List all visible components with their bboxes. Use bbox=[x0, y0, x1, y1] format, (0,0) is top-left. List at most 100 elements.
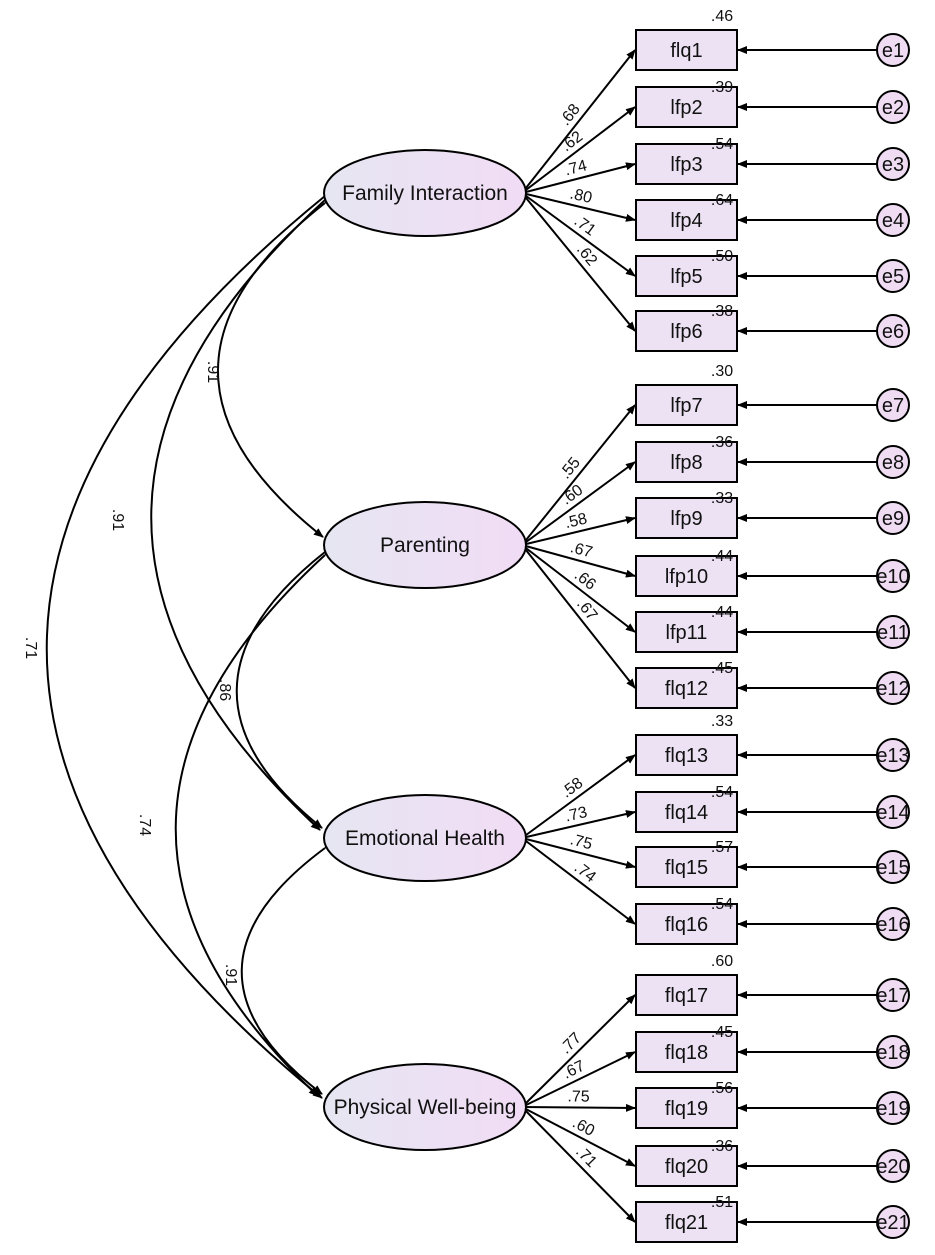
error-label: e11 bbox=[877, 622, 909, 644]
correlation-curve bbox=[240, 839, 335, 1095]
indicator-box bbox=[635, 199, 738, 241]
r-squared-label: .46 bbox=[711, 8, 733, 25]
r-squared-label: .64 bbox=[711, 192, 733, 209]
error-label: e3 bbox=[882, 154, 904, 176]
correlation-label: .91 bbox=[109, 509, 126, 531]
loading-label: .60 bbox=[570, 1115, 598, 1140]
indicator-label: lfp2 bbox=[670, 97, 702, 119]
error-label: e16 bbox=[876, 914, 909, 936]
indicator-box bbox=[635, 1145, 738, 1187]
error-node bbox=[876, 978, 910, 1012]
error-label: e8 bbox=[882, 452, 904, 474]
r-squared-label: .36 bbox=[711, 434, 733, 451]
indicator-label: lfp10 bbox=[665, 566, 708, 588]
correlation-label: .86 bbox=[216, 679, 233, 701]
r-squared-label: .33 bbox=[711, 490, 733, 507]
indicator-box bbox=[635, 555, 738, 597]
correlation-label: .91 bbox=[204, 361, 221, 383]
indicator-box bbox=[635, 734, 738, 776]
loading-arrow bbox=[521, 106, 636, 194]
latent-factor-ellipse bbox=[323, 149, 527, 237]
error-label: e12 bbox=[876, 678, 909, 700]
r-squared-label: .45 bbox=[711, 1024, 733, 1041]
loading-label: .68 bbox=[557, 101, 584, 129]
r-squared-label: .33 bbox=[711, 713, 733, 730]
latent-factor-label: Parenting bbox=[380, 534, 470, 557]
error-node bbox=[876, 90, 910, 124]
r-squared-label: .38 bbox=[711, 303, 733, 320]
loading-arrow bbox=[521, 994, 636, 1108]
indicator-label: lfp9 bbox=[670, 508, 702, 530]
loading-arrow bbox=[521, 837, 636, 925]
r-squared-label: .45 bbox=[711, 660, 733, 677]
correlation-curve bbox=[174, 545, 335, 1097]
error-label: e18 bbox=[876, 1042, 909, 1064]
error-node bbox=[876, 615, 910, 649]
indicator-label: lfp7 bbox=[670, 395, 702, 417]
r-squared-label: .60 bbox=[711, 953, 733, 970]
indicator-box bbox=[635, 667, 738, 709]
r-squared-label: .54 bbox=[711, 784, 733, 801]
error-label: e5 bbox=[882, 266, 904, 288]
error-label: e17 bbox=[876, 985, 909, 1007]
r-squared-label: .44 bbox=[711, 548, 733, 565]
loading-label: .75 bbox=[568, 831, 594, 853]
indicator-label: flq15 bbox=[665, 857, 708, 879]
indicator-box bbox=[635, 846, 738, 888]
indicator-box bbox=[635, 143, 738, 185]
indicator-box bbox=[635, 310, 738, 352]
error-node bbox=[876, 907, 910, 941]
error-label: e7 bbox=[882, 395, 904, 417]
correlation-label: .91 bbox=[222, 964, 239, 986]
r-squared-label: .36 bbox=[711, 1138, 733, 1155]
error-label: e21 bbox=[876, 1212, 909, 1234]
latent-factor-label: Family Interaction bbox=[342, 182, 508, 205]
indicator-label: flq21 bbox=[665, 1212, 708, 1234]
loading-label: .66 bbox=[571, 567, 599, 594]
error-node bbox=[876, 738, 910, 772]
error-node bbox=[876, 850, 910, 884]
indicator-box bbox=[635, 1087, 738, 1129]
indicator-box bbox=[635, 255, 738, 297]
loading-label: .74 bbox=[571, 859, 599, 886]
correlation-curve bbox=[150, 190, 335, 831]
loading-arrow bbox=[521, 544, 636, 633]
indicator-label: lfp11 bbox=[666, 622, 708, 644]
indicator-label: lfp8 bbox=[670, 452, 702, 474]
loading-arrow bbox=[521, 837, 636, 869]
r-squared-label: .30 bbox=[711, 363, 733, 380]
loading-arrow bbox=[521, 516, 636, 546]
loading-arrow bbox=[521, 1106, 636, 1167]
loading-arrow bbox=[521, 192, 636, 277]
loading-label: .67 bbox=[560, 1058, 588, 1083]
r-squared-label: .56 bbox=[711, 1080, 733, 1097]
error-node bbox=[876, 671, 910, 705]
correlation-label: .71 bbox=[22, 637, 39, 659]
indicator-box bbox=[635, 384, 738, 426]
loading-label: .71 bbox=[572, 1143, 600, 1171]
loading-label: .77 bbox=[557, 1030, 585, 1058]
loading-arrow bbox=[521, 754, 636, 839]
r-squared-label: .57 bbox=[711, 839, 733, 856]
loading-label: .74 bbox=[563, 157, 589, 179]
latent-factor-ellipse bbox=[323, 1063, 527, 1151]
r-squared-label: .54 bbox=[711, 896, 733, 913]
loading-arrow bbox=[521, 192, 636, 222]
indicator-box bbox=[635, 1201, 738, 1243]
correlation-layer: .91.91.71.86.74.91 bbox=[22, 187, 335, 1099]
correlation-curve bbox=[45, 187, 335, 1099]
indicator-label: lfp5 bbox=[670, 266, 702, 288]
indicator-label: flq13 bbox=[665, 745, 708, 767]
error-node bbox=[876, 203, 910, 237]
indicator-label: flq18 bbox=[665, 1042, 708, 1064]
error-label: e14 bbox=[876, 802, 909, 824]
error-label: e20 bbox=[876, 1156, 909, 1178]
loading-arrow bbox=[521, 1103, 636, 1112]
loading-arrow bbox=[521, 192, 636, 332]
latent-factor-ellipse bbox=[323, 794, 527, 882]
loading-arrow bbox=[521, 404, 636, 546]
loading-arrow bbox=[521, 544, 636, 689]
loading-label: .62 bbox=[573, 241, 600, 269]
loading-arrow bbox=[521, 1051, 636, 1108]
error-node bbox=[876, 33, 910, 67]
